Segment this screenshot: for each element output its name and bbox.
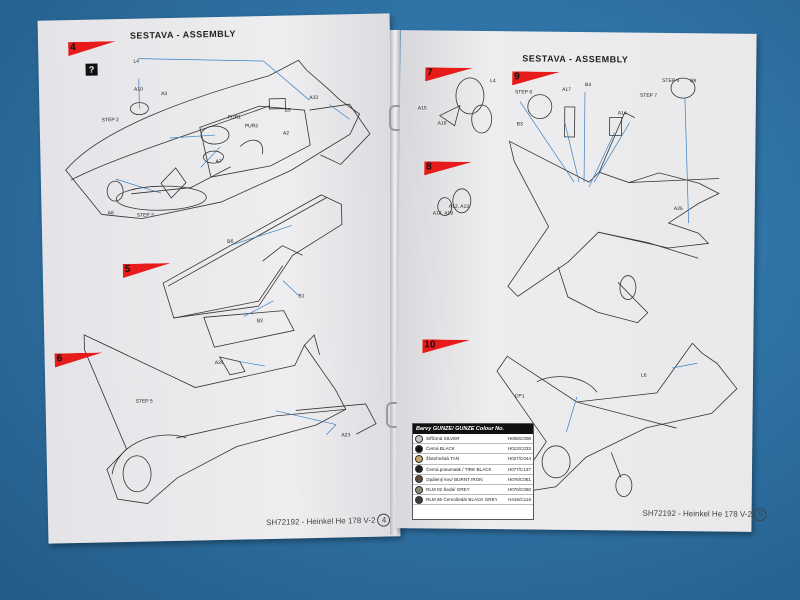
label-right-l4: L4	[490, 78, 496, 85]
label-b4: B4	[585, 82, 592, 89]
colour-swatch-icon	[415, 495, 423, 504]
label-a16: A16	[437, 120, 447, 127]
colour-swatch-icon	[415, 434, 423, 443]
label-a8: A8	[107, 210, 114, 217]
legend-colour-code: H012/C033	[507, 446, 531, 452]
label-b8: B8	[690, 78, 697, 85]
legend-colour-name: Žlutohnědá TAN	[426, 456, 460, 462]
label-a14: A14	[617, 110, 627, 117]
legend-row: Černá pneumatik / TIRE BLACK H077/C137	[413, 465, 533, 475]
label-a15: A15	[417, 105, 427, 112]
right-instruction-page: SESTAVA - ASSEMBLY 7 9 8 10	[395, 30, 768, 532]
label-step6: STEP 6	[514, 89, 533, 96]
label-b3: B3	[516, 121, 523, 128]
right-page-number: 5	[753, 507, 768, 522]
label-a33: A33	[309, 94, 319, 102]
colour-swatch-icon	[415, 465, 423, 474]
label-a2: A2	[282, 130, 290, 137]
label-a10: A10	[133, 86, 143, 93]
booklet-spine	[390, 30, 400, 535]
step-6-number: 6	[56, 353, 63, 365]
label-pur2: PUR2	[244, 123, 259, 130]
label-a25: A25	[673, 206, 683, 213]
label-a23: A23	[341, 432, 351, 439]
label-a12a13: A12, A13	[448, 203, 470, 210]
legend-colour-code: H416/C116	[508, 497, 531, 503]
label-step4: STEP 4	[662, 77, 680, 85]
legend-colour-code: H070/C060	[507, 487, 531, 493]
label-a7: A7	[215, 158, 222, 166]
legend-colour-name: Stříbrná SILVER	[426, 436, 460, 442]
label-b6: B6	[227, 238, 234, 245]
label-a18a19: A18, A19	[432, 210, 454, 217]
colour-swatch-icon	[415, 454, 423, 463]
legend-title: Barvy GUNZE/ GUNZE Colour No.	[413, 424, 533, 434]
label-l6: L6	[640, 372, 647, 379]
fuselage-assembly-drawing	[65, 58, 377, 504]
label-pur1: PUR1	[227, 114, 242, 121]
colour-swatch-icon	[415, 444, 423, 453]
label-step5: STEP 5	[135, 398, 153, 405]
left-instruction-page: SESTAVA - ASSEMBLY 4 ?	[37, 13, 401, 544]
label-b2: B2	[256, 318, 264, 325]
legend-colour-name: RLM 02 Šedá/ GREY	[426, 487, 470, 493]
legend-colour-name: Černá pneumatik / TIRE BLACK	[426, 466, 492, 472]
label-b1: B1	[298, 293, 305, 300]
label-a17: A17	[561, 86, 571, 93]
left-footer-text: SH72192 - Heinkel He 178 V-2	[266, 515, 376, 528]
legend-colour-code: H027/C044	[507, 456, 531, 462]
legend-row: Stříbrná SILVER H008/C008	[413, 434, 533, 445]
colour-swatch-icon	[415, 485, 423, 494]
legend-row: Černá BLACK H012/C033	[413, 444, 533, 455]
step-5-number: 5	[124, 263, 131, 275]
paint-colour-legend: Barvy GUNZE/ GUNZE Colour No. Stříbrná S…	[412, 423, 534, 520]
legend-row: Žlutohnědá TAN H027/C044	[413, 454, 533, 465]
legend-colour-name: Černá BLACK	[426, 446, 455, 452]
landing-gear-drawing	[437, 77, 738, 497]
legend-row: RLM 02 Šedá/ GREY H070/C060	[413, 485, 533, 496]
legend-colour-code: H077/C137	[507, 466, 531, 472]
legend-row: Opálený kov/ BURNT IRON H076/C061	[413, 475, 533, 485]
label-step2: STEP 2	[101, 117, 119, 124]
legend-colour-code: H008/C008	[507, 436, 531, 442]
legend-colour-name: Opálený kov/ BURNT IRON	[426, 476, 483, 482]
colour-swatch-icon	[415, 475, 423, 484]
label-step7: STEP 7	[639, 92, 658, 99]
label-a3: A3	[161, 91, 168, 98]
legend-colour-name: RLM 66 Černošedá/ BLACK GREY	[426, 497, 497, 503]
label-a24: A24	[214, 359, 224, 367]
right-footer-text: SH72192 - Heinkel He 178 V-2	[642, 508, 753, 519]
label-step3: STEP 3	[136, 212, 154, 219]
legend-row: RLM 66 Černošedá/ BLACK GREY H416/C116	[413, 495, 533, 506]
legend-colour-code: H076/C061	[507, 476, 531, 482]
left-page-number: 4	[377, 513, 391, 527]
label-b5: B5	[284, 107, 291, 114]
label-l4: L4	[133, 58, 140, 65]
label-cp1: CP1	[514, 393, 525, 400]
